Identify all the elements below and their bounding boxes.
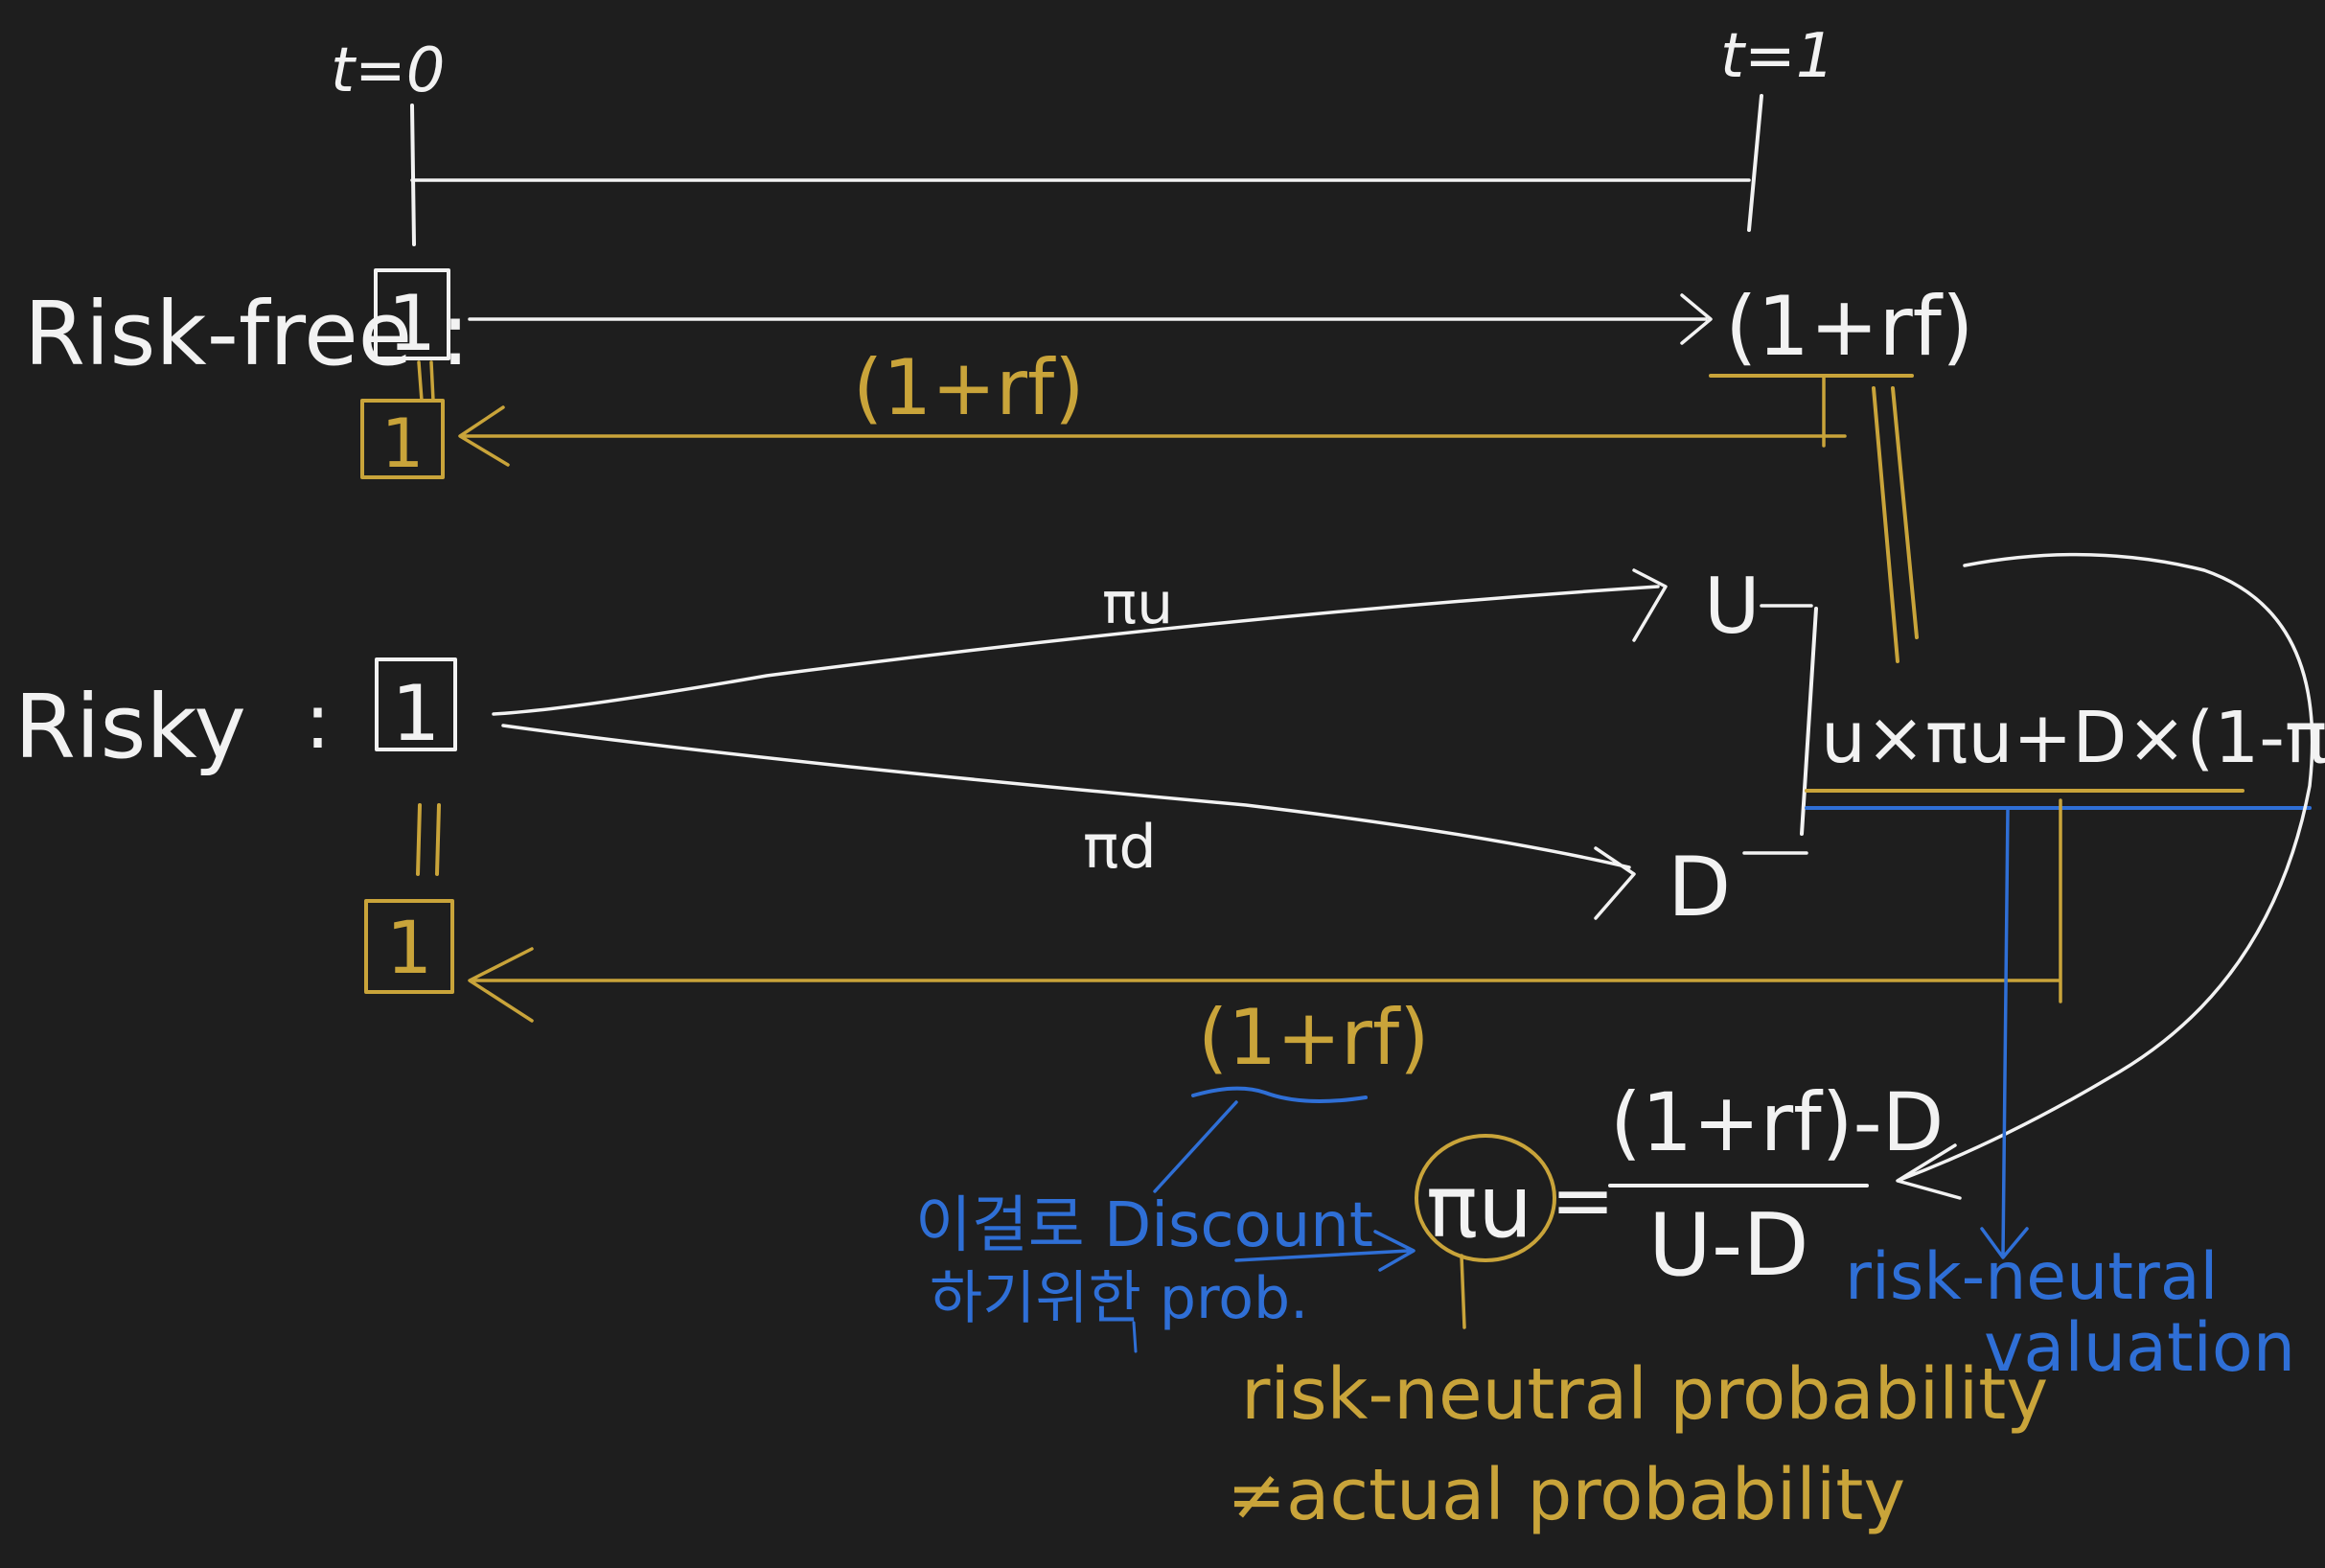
risky-start-box xyxy=(375,657,457,751)
risky-discount-arrow xyxy=(468,798,2062,1023)
risky-prob-down: πd xyxy=(1083,812,1157,882)
risky-label: Risky xyxy=(14,676,246,778)
t1-label: t=1 xyxy=(1720,21,1834,92)
risk-free-pv-value: 1 xyxy=(381,404,425,483)
korean-note-pointer xyxy=(1153,1100,1238,1193)
rn-prob-pointer xyxy=(1460,1254,1466,1329)
t0-label: t=0 xyxy=(331,35,445,106)
risk-free-link xyxy=(417,360,435,403)
risk-free-discount-arrow xyxy=(458,374,1847,467)
risk-free-growth-arrow xyxy=(468,293,1713,345)
risk-free-end-value: (1+rf) xyxy=(1725,279,1974,375)
korean-note-tick xyxy=(1132,1321,1138,1353)
risk-free-start-value: 1 xyxy=(388,279,437,368)
risk-free-pv-box xyxy=(360,399,445,479)
formula-numerator: (1+rf)-D xyxy=(1610,1075,1944,1169)
risky-up-value: U xyxy=(1704,562,1761,651)
risky-up-branch xyxy=(492,568,1668,716)
formula-lhs: πu xyxy=(1426,1157,1532,1257)
korean-note-line2: 하기위한 prob. xyxy=(930,1265,1308,1332)
rn-valuation-arrow xyxy=(1980,806,2029,1259)
risky-discount-label: (1+rf) xyxy=(1198,993,1429,1082)
curved-arrow-to-formula xyxy=(1896,552,2314,1200)
risky-bracket xyxy=(1800,607,1818,836)
risky-prob-up: πu xyxy=(1102,570,1173,637)
risky-equal-marks xyxy=(416,803,441,876)
rn-prob-note: risk-neutral probability xyxy=(1241,1353,2048,1436)
risky-expected-value: u×πu+D×(1-πu) xyxy=(1821,697,2325,779)
rn-valuation-line1: risk-neutral xyxy=(1845,1239,2218,1315)
risk-free-start-box xyxy=(374,268,450,360)
korean-note-line1: 이걸로 Discount xyxy=(915,1190,1373,1261)
risky-colon: : xyxy=(305,677,331,766)
rn-valuation-line2: valuation xyxy=(1984,1308,2295,1387)
risky-discount-wave-underline xyxy=(1191,1086,1368,1103)
risk-free-discount-label: (1+rf) xyxy=(853,343,1084,432)
risky-down-value: D xyxy=(1668,840,1731,935)
korean-note-arrow xyxy=(1234,1230,1416,1272)
risky-pv-value: 1 xyxy=(386,905,432,990)
t1-tick xyxy=(1747,94,1763,232)
risky-down-branch xyxy=(501,724,1636,920)
risky-pv-box xyxy=(364,899,454,994)
risk-free-label: Risk-free : xyxy=(24,283,471,385)
formula-equals: = xyxy=(1551,1156,1615,1245)
formula-denominator: U-D xyxy=(1648,1195,1809,1296)
t0-tick xyxy=(410,104,416,246)
not-actual-note: ≠actual probability xyxy=(1227,1454,1905,1536)
risk-free-equal-lines xyxy=(1872,386,1919,663)
pi-u-circle xyxy=(1415,1134,1556,1262)
risky-start-value: 1 xyxy=(392,669,441,758)
